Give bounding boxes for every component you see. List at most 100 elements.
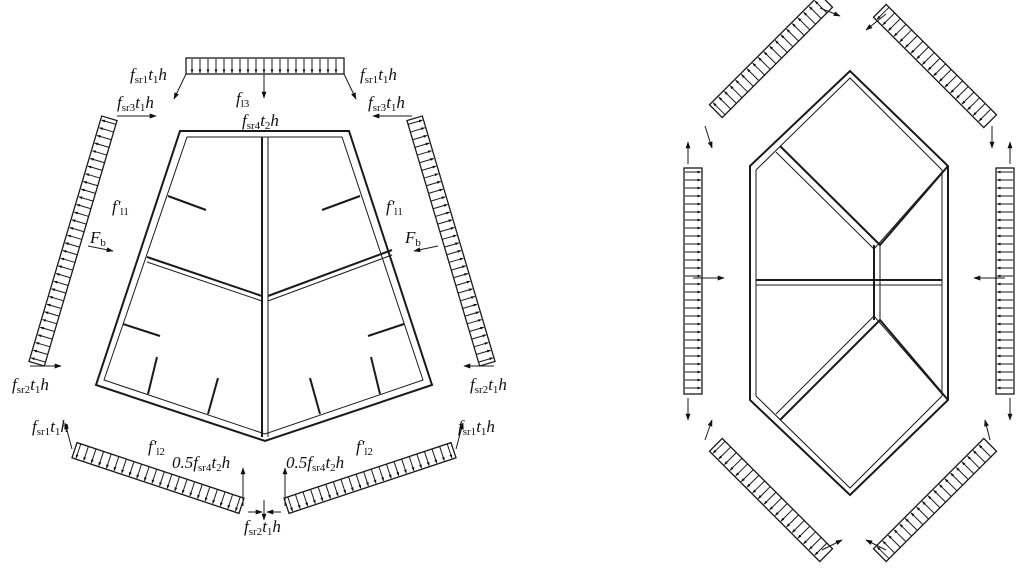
load-tick [71, 219, 87, 225]
load-tick [797, 17, 811, 31]
load-label: fsr3t1h [368, 93, 405, 114]
load-label: f'l1 [386, 197, 403, 218]
load-tick [98, 451, 105, 467]
load-tick [378, 466, 385, 482]
load-tick [967, 97, 980, 111]
load-tick [128, 461, 135, 477]
load-tick [417, 150, 432, 156]
load-label: fsr2t1h [12, 375, 49, 396]
load-label: fl3 [236, 89, 250, 110]
load-tick [882, 12, 896, 26]
load-tick [803, 11, 816, 25]
load-tick [774, 503, 788, 516]
load-tick [904, 35, 918, 48]
load-tick [921, 52, 935, 65]
load-label: fsr2t1h [244, 517, 281, 538]
load-tick [457, 288, 473, 294]
load-tick [416, 453, 423, 469]
load-tick [46, 303, 62, 309]
load-tick [933, 489, 946, 503]
load-tick [85, 173, 101, 179]
load-tick [410, 127, 426, 133]
load-tick [55, 273, 71, 279]
load-tick [469, 326, 485, 332]
load-tick [729, 85, 743, 99]
load-label: f'l2 [356, 437, 373, 458]
load-tick [430, 196, 446, 202]
load-tick [471, 334, 487, 340]
load-tick [166, 474, 173, 489]
load-label: f'l2 [148, 437, 165, 458]
load-tick [32, 349, 48, 355]
load-tick [473, 342, 489, 348]
load-tick [460, 296, 476, 302]
right-upper-left-band [708, 0, 834, 119]
load-tick [808, 537, 822, 550]
load-tick [235, 496, 241, 512]
load-tick [757, 57, 771, 70]
load-tick [797, 525, 811, 539]
load-tick [317, 486, 324, 502]
load-tick [752, 62, 765, 76]
load-tick [35, 342, 51, 348]
load-tick [414, 142, 430, 148]
load-tick [462, 303, 478, 309]
load-tick [718, 446, 732, 460]
load-tick [105, 453, 112, 469]
load-label: fsr1t1h [130, 65, 167, 86]
load-tick [437, 219, 453, 225]
load-tick [287, 496, 293, 512]
top-load-band [173, 57, 357, 100]
load-label: Fb [89, 228, 106, 249]
load-tick [412, 134, 428, 141]
load-tick [181, 479, 188, 494]
load-tick [769, 45, 782, 59]
load-tick [96, 134, 112, 141]
load-tick [740, 469, 754, 482]
load-tick [143, 466, 150, 482]
load-tick [90, 448, 97, 464]
load-tick [876, 6, 890, 20]
load-tick [944, 74, 958, 88]
load-tick [814, 0, 828, 14]
load-tick [893, 23, 907, 37]
load-tick [408, 456, 415, 472]
load-tick [453, 273, 469, 279]
load-tick [64, 242, 80, 248]
load-label: fsr3t1h [117, 93, 154, 114]
load-tick [42, 319, 57, 325]
load-tick [780, 508, 794, 522]
load-tick [92, 150, 107, 156]
load-label: fsr4t2h [242, 111, 279, 132]
load-tick [467, 319, 482, 325]
load-tick [927, 495, 941, 509]
load-tick [83, 446, 89, 462]
load-label: fsr1t1h [32, 417, 69, 438]
load-tick [780, 34, 794, 48]
load-tick [73, 211, 89, 217]
load-tick [419, 157, 435, 164]
load-tick [363, 471, 369, 487]
load-tick [735, 79, 749, 93]
load-tick [212, 489, 218, 504]
load-tick [53, 280, 69, 286]
load-tick [159, 471, 165, 487]
load-tick [80, 188, 96, 194]
load-tick [893, 529, 907, 543]
load-tick [967, 455, 980, 469]
load-tick [113, 456, 120, 472]
load-tick [735, 463, 749, 477]
load-tick [899, 29, 913, 43]
load-tick [723, 452, 737, 465]
right-section-outline [749, 69, 949, 497]
load-tick [51, 288, 67, 294]
load-tick [729, 457, 743, 471]
load-label: fsr2t1h [470, 375, 507, 396]
load-tick [426, 181, 442, 187]
load-tick [204, 486, 211, 502]
load-tick [407, 119, 423, 125]
load-tick [933, 63, 946, 77]
load-tick [938, 69, 952, 82]
load-tick [927, 57, 941, 71]
load-tick [791, 520, 805, 533]
